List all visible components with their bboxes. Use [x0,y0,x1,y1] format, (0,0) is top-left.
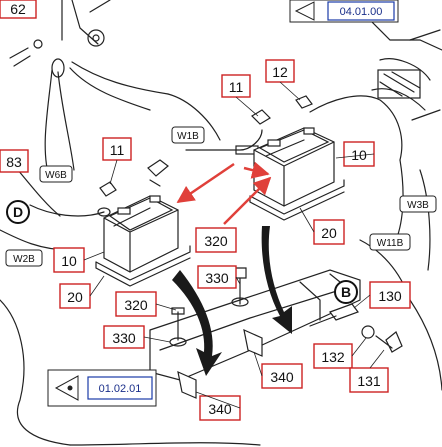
callout-20b-text: 20 [321,225,337,241]
callout-330b-text: 330 [205,270,229,286]
callout-132 [313,343,353,369]
callout-320a [115,291,157,317]
movement-arrows [172,226,292,376]
callout-10a-text: 10 [61,253,77,269]
callout-83 [0,149,29,173]
ref-top-text: 04.01.00 [340,6,383,18]
callout-320b-text: 320 [204,233,228,249]
callout-20a-text: 20 [67,289,83,305]
callout-130 [369,281,411,309]
battery-left [95,195,191,287]
callout-131 [349,367,389,393]
wire-tag-w1b-text: W1B [177,131,199,142]
eye-icon [294,1,315,21]
callout-131-text: 131 [357,373,381,389]
wire-tag-w11b-text: W11B [377,238,404,249]
wire-tag-w3b-text: W3B [407,200,429,211]
callout-320b [195,227,237,253]
ref-box-top[interactable]: 04.01.00 [289,0,399,23]
leader-lines [83,81,385,409]
wire-tag-w2b-text: W2B [13,254,35,265]
callout-340a [199,395,241,421]
circle-letter-b: B [334,280,358,304]
callout-texts: 62 11 12 11 83 10 10 20 20 320 320 330 3… [6,1,402,417]
ref-box-bottom[interactable]: 01.02.01 [47,369,157,407]
wire-tag-w1b [171,126,205,144]
callout-130-text: 130 [378,288,402,304]
callout-330a-text: 330 [112,330,136,346]
wire-tag-w3b [399,195,437,213]
ref-bottom-text: 01.02.01 [99,383,142,395]
eye-pupil-icon [67,385,73,391]
callout-11a-text: 11 [229,79,244,95]
callout-62 [0,0,37,19]
wire-tag-texts: W1B W6B W2B W3B W11B [13,131,429,265]
wire-tag-w2b [5,249,43,267]
callout-340b-text: 340 [270,369,294,385]
red-arrows [176,161,272,225]
callout-10b-text: 10 [351,147,367,163]
eye-icon [54,375,79,401]
battery-right [249,127,345,221]
callout-12-text: 12 [272,64,288,80]
callout-340a-text: 340 [208,401,232,417]
callout-320a-text: 320 [124,297,148,313]
circle-letter-b-text: B [341,284,351,300]
wire-tag-w11b [369,233,411,251]
callout-340b [261,363,303,389]
callout-11b-text: 11 [110,142,125,158]
callout-10b [343,141,375,167]
circle-letter-d: D [6,200,30,224]
callout-20b [313,219,345,245]
wire-tag-w6b [39,165,73,183]
wire-tags [5,126,437,267]
callout-83-text: 83 [6,154,22,170]
callout-132-text: 132 [321,349,345,365]
callout-62-text: 62 [10,1,26,17]
circle-letter-d-text: D [13,204,23,220]
wire-tag-w6b-text: W6B [45,170,67,181]
